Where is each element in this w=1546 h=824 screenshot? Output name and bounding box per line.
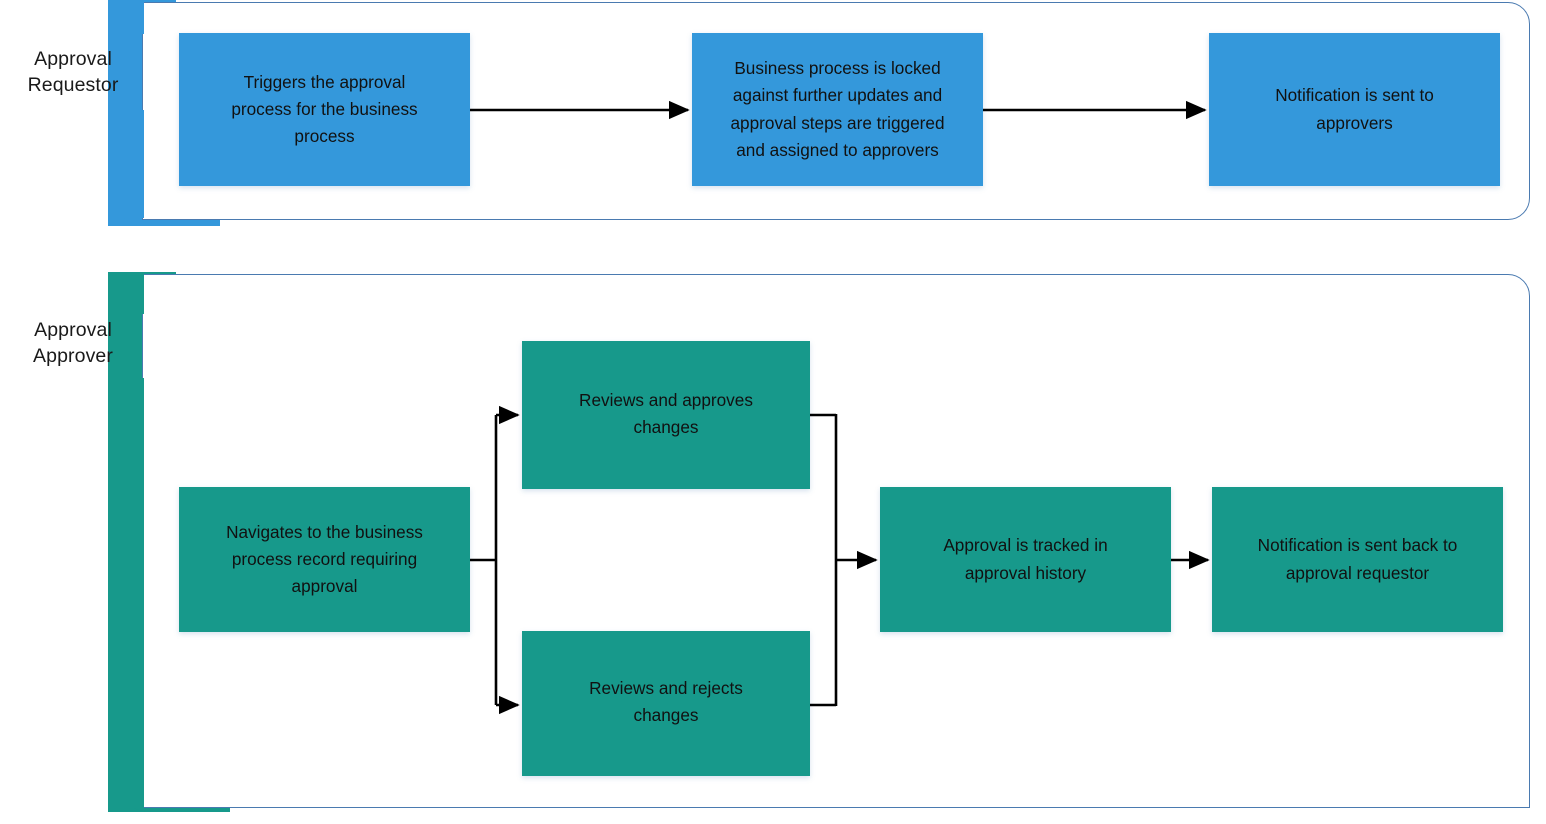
node-lock-business-process-label: Business process is locked against furth… — [730, 58, 945, 160]
node-review-approve[interactable]: Reviews and approves changes — [522, 341, 810, 489]
approver-lane-tab-bottom — [110, 378, 144, 808]
node-notify-requestor[interactable]: Notification is sent back to approval re… — [1212, 487, 1503, 632]
approver-lane-tab-top — [110, 274, 144, 314]
node-notify-requestor-label: Notification is sent back to approval re… — [1257, 535, 1458, 583]
approver-lane-label: Approval Approver — [33, 319, 113, 368]
requestor-lane-label: Approval Requestor — [27, 48, 119, 97]
node-review-reject-label: Reviews and rejects changes — [589, 678, 743, 726]
node-notify-approvers[interactable]: Notification is sent to approvers — [1209, 33, 1500, 186]
node-navigate-record-label: Navigates to the business process record… — [226, 521, 423, 597]
node-track-history-label: Approval is tracked in approval history — [943, 535, 1108, 583]
node-navigate-record[interactable]: Navigates to the business process record… — [179, 487, 470, 632]
node-track-history[interactable]: Approval is tracked in approval history — [880, 487, 1171, 632]
node-review-approve-label: Reviews and approves changes — [579, 390, 753, 438]
node-lock-business-process[interactable]: Business process is locked against furth… — [692, 33, 983, 186]
node-trigger-approval-label: Triggers the approval process for the bu… — [231, 71, 418, 147]
node-trigger-approval[interactable]: Triggers the approval process for the bu… — [179, 33, 470, 186]
requestor-lane-tab-bottom — [110, 110, 144, 218]
node-notify-approvers-label: Notification is sent to approvers — [1275, 85, 1434, 133]
requestor-lane-tab-top — [110, 2, 144, 34]
node-review-reject[interactable]: Reviews and rejects changes — [522, 631, 810, 776]
